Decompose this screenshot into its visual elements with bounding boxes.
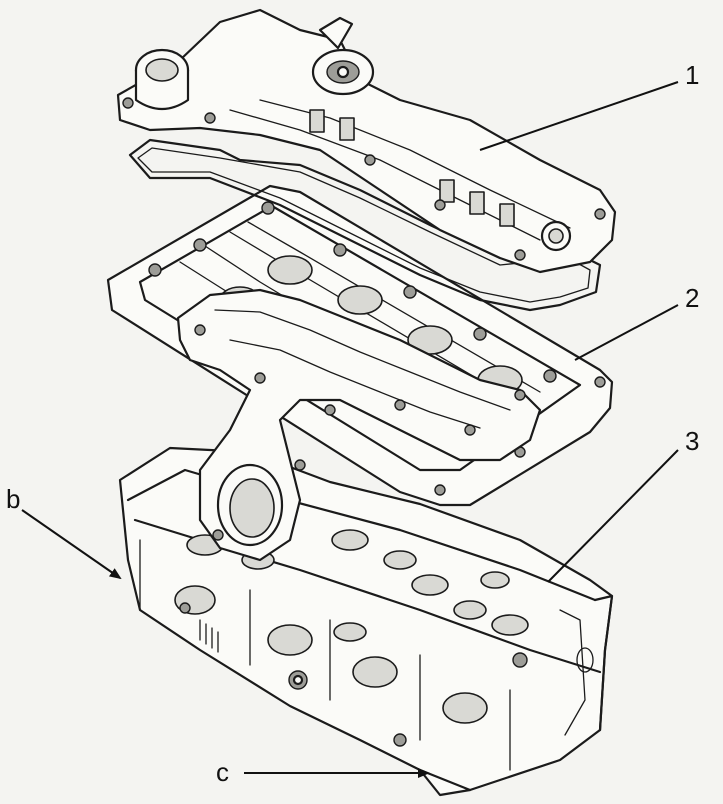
callout-b: b [6, 484, 122, 580]
rocker-cover-drawing [116, 8, 617, 312]
part-label-2: 2 [685, 283, 699, 313]
part-label-1: 1 [685, 60, 699, 90]
callout-1: 1 [479, 60, 699, 151]
callout-3: 3 [547, 426, 699, 583]
arrow-label-c: c [216, 757, 229, 787]
cylinder-head-drawing [118, 446, 614, 797]
intake-manifold-drawing [176, 288, 542, 562]
callout-2: 2 [574, 283, 699, 361]
arrow-label-b: b [6, 484, 20, 514]
callout-c: c [216, 757, 430, 787]
part-label-3: 3 [685, 426, 699, 456]
